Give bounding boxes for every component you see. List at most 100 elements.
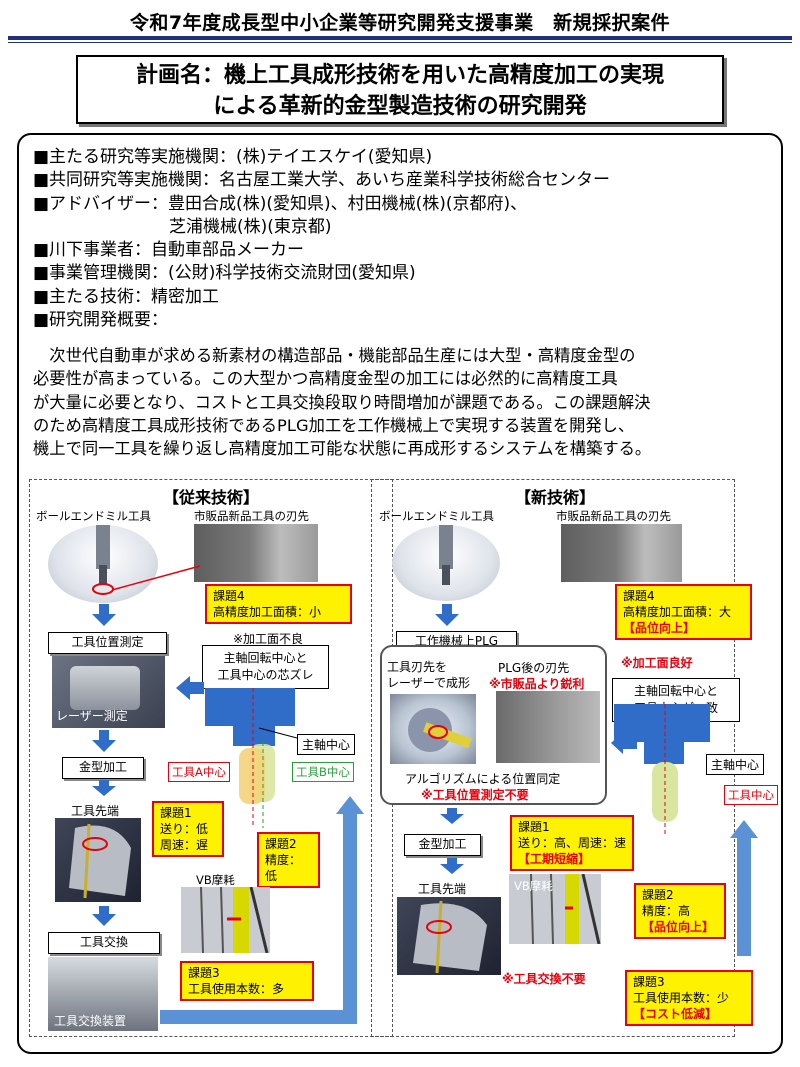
info-lead-institution: ■主たる研究等実施機関：(株)テイエスケイ(愛知県) (33, 147, 433, 167)
header-rule-thin (8, 42, 792, 43)
issue-3-box: 課題3 工具使用本数：多 (180, 961, 314, 1001)
return-arrow-shaft (343, 812, 357, 1018)
flow-arrow-down (92, 780, 116, 796)
info-advisor-cont: 芝浦機械(株)(東京都) (169, 216, 332, 237)
issue-1-line-2: 周速：遅 (160, 838, 209, 852)
issue-3-title: 課題3 (188, 966, 220, 980)
vb-wear-label: VB摩耗 (196, 873, 235, 887)
issue-3-line-1: 工具使用本数：少 (633, 991, 730, 1005)
ballend-label: ボールエンドミル工具 (379, 509, 494, 523)
issue-4-text: 高精度加工面積：大 (623, 605, 732, 619)
no-change-note: ※工具交換不要 (502, 972, 586, 986)
laser-shape-label: 工具刃先を レーザーで成形 (387, 659, 470, 691)
tool-tip-label: 工具先端 (418, 882, 467, 896)
tool-b-center-label: 工具B中心 (292, 762, 354, 782)
flow-arrow-down (440, 808, 464, 824)
sharper-note: ※市販品より鋭利 (489, 677, 585, 691)
aligned-line-1: 主軸回転中心と (633, 684, 718, 698)
issue-2-line-1: 精度：低 (265, 853, 302, 883)
issue-1-line-1: 送り：高、周速：速 (518, 836, 627, 850)
info-downstream: ■川下事業者：自動車部品メーカー (33, 240, 305, 261)
step-mold-machining: 金型加工 (404, 834, 481, 856)
conventional-tech-title: 【従来技術】 (162, 488, 259, 507)
flow-arrow-left (176, 676, 206, 704)
info-advisor: ■アドバイザー：豊田合成(株)(愛知県)、村田機械(株)(京都府)、 (33, 193, 528, 214)
project-info: ■主たる研究等実施機関：(株)テイエスケイ(愛知県) ■共同研究等実施機関：名古… (33, 146, 773, 332)
surface-note: ※加工面不良 (233, 632, 304, 646)
step-mold-machining: 金型加工 (62, 757, 144, 779)
tool-a-center-label: 工具A中心 (168, 762, 230, 782)
issue-2-box: 課題2 精度：高 【品位向上】 (634, 883, 726, 939)
overview-text: 次世代自動車が求める新素材の構造部品・機能部品生産には大型・高精度金型の 必要性… (33, 344, 781, 460)
issue-3-highlight: 【コスト低減】 (633, 1007, 718, 1021)
flow-arrow-down (92, 906, 116, 926)
issue-1-highlight: 【工期短縮】 (518, 852, 591, 866)
issue-2-highlight: 【品位向上】 (642, 920, 715, 934)
flow-arrow-down (92, 730, 116, 752)
info-joint-institution: ■共同研究等実施機関：名古屋工業大学、あいち産業科学技術総合センター (33, 170, 611, 191)
overview-line: 必要性が高まっている。この大型かつ高精度金型の加工には必然的に高精度工具 (33, 369, 618, 389)
issue-1-box: 課題1 送り：高、周速：速 【工期短縮】 (510, 815, 634, 871)
misalign-line-1: 主軸回転中心と (223, 651, 308, 665)
issue-3-line-1: 工具使用本数：多 (188, 982, 285, 996)
vb-wear-label: VB摩耗 (514, 879, 553, 893)
issue-2-line-1: 精度：高 (642, 904, 691, 918)
issue-3-title: 課題3 (633, 975, 665, 989)
return-arrow-shaft (737, 836, 751, 956)
return-arrow-head (730, 820, 758, 838)
issue-1-title: 課題1 (160, 806, 192, 820)
laser-shaping-photo (390, 694, 476, 764)
flow-arrow-down (92, 604, 116, 626)
new-tech-title: 【新技術】 (514, 488, 595, 507)
commercial-tip-photo (194, 524, 318, 582)
laser-shape-line-1: 工具刃先を (387, 660, 448, 674)
spindle-aligned-diagram (614, 704, 710, 834)
return-arrow-head (336, 796, 364, 814)
page-title: 令和7年度成長型中小企業等研究開発支援事業 新規採択案件 (129, 12, 671, 34)
no-measure-note: ※工具位置測定不要 (421, 788, 529, 802)
issue-4-title: 課題4 (623, 589, 655, 603)
tool-changer-label: 工具交換装置 (54, 1014, 127, 1028)
laser-shape-line-2: レーザーで成形 (387, 676, 471, 690)
step-tool-change: 工具交換 (48, 932, 160, 954)
tool-changer-photo: 工具交換装置 (48, 957, 158, 1031)
misalign-line-2: 工具中心の芯ズレ (217, 668, 314, 682)
flow-arrow-left (611, 732, 637, 758)
issue-1-line-1: 送り：低 (160, 822, 209, 836)
laser-measure-label: レーザー測定 (56, 709, 128, 723)
plan-title-line-1: 計画名：機上工具成形技術を用いた高精度加工の実現 (135, 63, 664, 88)
ballend-label: ボールエンドミル工具 (36, 509, 151, 523)
vb-wear-photo (181, 886, 270, 954)
ballend-tool-photo (392, 525, 500, 601)
issue-4-text: 高精度加工面積：小 (213, 605, 322, 619)
issue-2-title: 課題2 (265, 837, 297, 851)
tool-center-label: 工具中心 (724, 785, 778, 805)
laser-measure-photo: レーザー測定 (52, 656, 165, 728)
issue-2-box: 課題2 精度：低 (257, 832, 320, 888)
overview-line: 次世代自動車が求める新素材の構造部品・機能部品生産には大型・高精度金型の (33, 346, 636, 365)
ballend-tool-icon (439, 525, 453, 585)
issue-4-box: 課題4 高精度加工面積：大 【品位向上】 (615, 584, 752, 640)
after-plg-photo (496, 691, 600, 763)
issue-4-title: 課題4 (213, 589, 245, 603)
info-management: ■事業管理機関：(公財)科学技術交流財団(愛知県) (33, 263, 416, 284)
return-arrow-base (160, 1010, 357, 1024)
overview-line: のため高精度工具成形技術であるPLG加工を工作機械上で実現する装置を開発し、 (33, 415, 635, 435)
header-rule (8, 36, 792, 40)
issue-1-box: 課題1 送り：低 周速：遅 (152, 801, 224, 857)
commercial-tip-label: 市販品新品工具の刃先 (556, 509, 671, 523)
issue-2-title: 課題2 (642, 888, 674, 902)
commercial-tip-photo (561, 524, 682, 582)
plan-title-line-2: による革新的金型製造技術の研究開発 (213, 94, 587, 119)
tool-tip-photo (397, 897, 501, 975)
issue-4-box: 課題4 高精度加工面積：小 (205, 584, 352, 624)
after-plg-label: PLG後の刃先 (498, 661, 570, 675)
algorithm-label: アルゴリズムによる位置同定 (405, 772, 561, 786)
overview-line: 機上で同一工具を繰り返し高精度加工可能な状態に再成形するシステムを構築する。 (33, 439, 652, 459)
issue-1-title: 課題1 (518, 820, 550, 834)
commercial-tip-label: 市販品新品工具の刃先 (194, 509, 309, 523)
flow-arrow-down (440, 858, 464, 874)
vb-wear-photo (509, 873, 601, 945)
pointer-line (111, 565, 201, 591)
surface-note: ※加工面良好 (621, 656, 693, 670)
